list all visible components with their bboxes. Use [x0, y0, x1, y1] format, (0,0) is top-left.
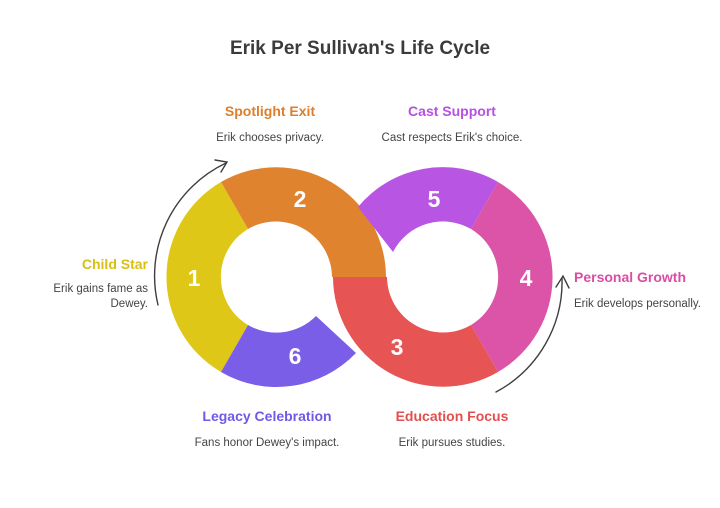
stage-label-personal-growth: Personal Growth: [574, 269, 687, 285]
stage-label-education-focus: Education Focus: [395, 408, 509, 424]
stage-number-5: 5: [428, 186, 441, 212]
flow-arrow-left: [153, 159, 229, 306]
stage-number-1: 1: [188, 265, 201, 291]
stage-desc-child-star: Erik gains fame as Dewey.: [53, 283, 148, 310]
stage-number-3: 3: [391, 334, 404, 360]
stage-label-child-star: Child Star: [81, 256, 148, 272]
stage-desc-personal-growth: Erik develops personally.: [574, 298, 701, 310]
stage-number-2: 2: [294, 186, 307, 212]
stage-desc-legacy-celebration: Fans honor Dewey's impact.: [194, 437, 340, 449]
segment-cast-support: [358, 167, 498, 252]
segment-legacy-celebration: [221, 316, 356, 388]
stage-desc-cast-support: Cast respects Erik's choice.: [381, 132, 523, 144]
stage-label-legacy-celebration: Legacy Celebration: [202, 408, 332, 424]
diagram-title: Erik Per Sullivan's Life Cycle: [229, 38, 491, 59]
segment-spotlight-exit: [221, 167, 386, 277]
segment-education-focus: [333, 277, 498, 387]
stage-label-cast-support: Cast Support: [408, 103, 496, 119]
segment-child-star: [166, 182, 248, 372]
stage-label-spotlight-exit: Spotlight Exit: [224, 103, 316, 119]
segment-personal-growth: [471, 182, 553, 372]
stage-desc-education-focus: Erik pursues studies.: [398, 437, 506, 449]
stage-desc-spotlight-exit: Erik chooses privacy.: [216, 132, 324, 144]
stage-number-4: 4: [520, 265, 533, 291]
stage-number-6: 6: [289, 343, 302, 369]
flow-arrow-right: [495, 274, 570, 393]
